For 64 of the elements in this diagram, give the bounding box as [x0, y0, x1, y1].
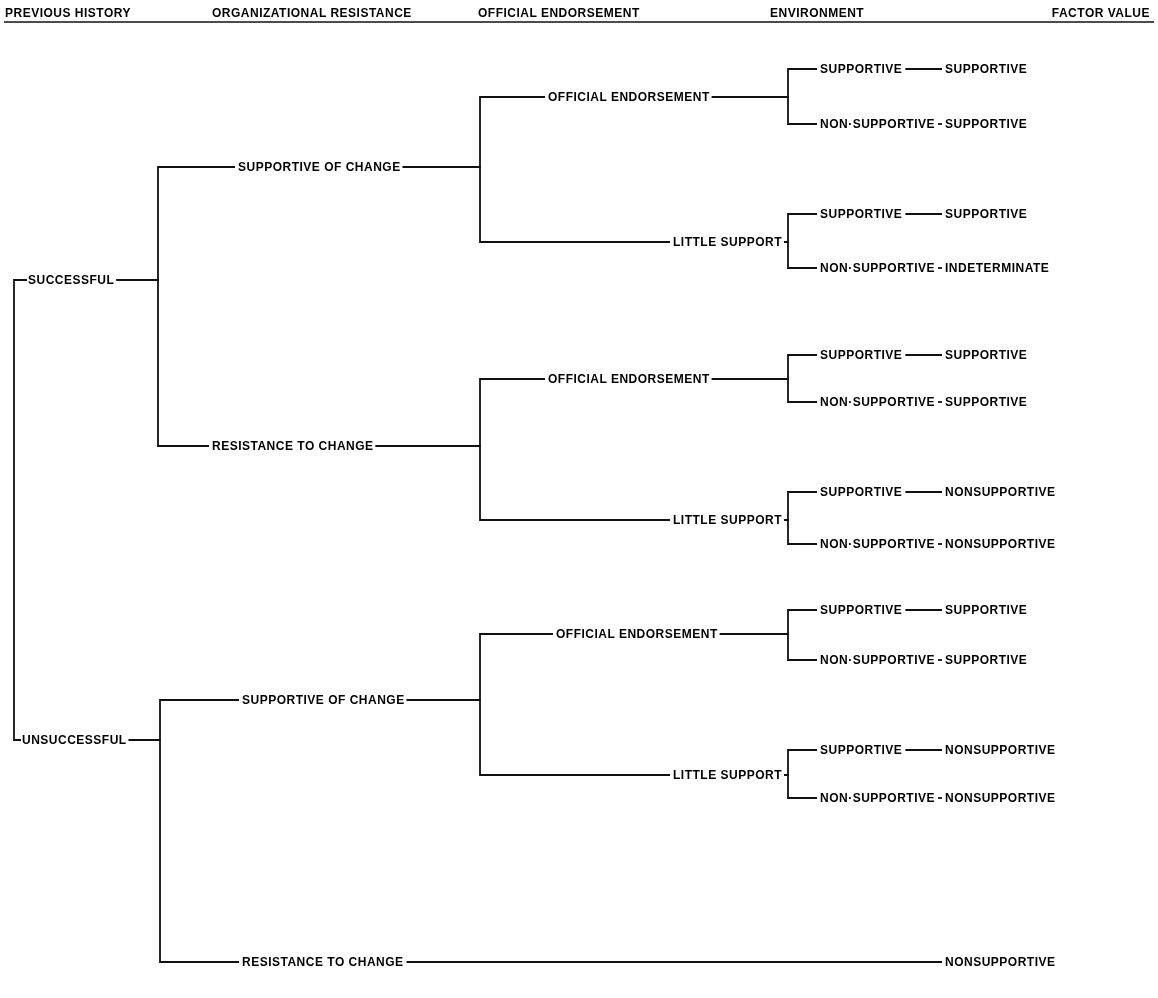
- connector-line: [401, 166, 671, 243]
- tree-label: NON·SUPPORTIVE: [820, 117, 935, 131]
- tree-label: NONSUPPORTIVE: [945, 537, 1056, 551]
- tree-label: SUPPORTIVE: [820, 62, 903, 76]
- tree-label: SUPPORTIVE: [945, 395, 1028, 409]
- tree-label: SUPPORTIVE: [945, 653, 1028, 667]
- connector-line: [937, 543, 943, 545]
- connector-line: [937, 123, 943, 125]
- tree-label: LITTLE SUPPORT: [673, 768, 782, 782]
- connector-line: [904, 354, 943, 356]
- tree-label: SUPPORTIVE: [820, 348, 903, 362]
- connector-line: [904, 68, 943, 70]
- tree-label: NON·SUPPORTIVE: [820, 791, 935, 805]
- tree-label: SUPPORTIVE: [945, 603, 1028, 617]
- tree-label: NONSUPPORTIVE: [945, 955, 1056, 969]
- tree-label: NONSUPPORTIVE: [945, 791, 1056, 805]
- tree-label: NON·SUPPORTIVE: [820, 653, 935, 667]
- tree-label: SUPPORTIVE OF CHANGE: [242, 693, 405, 707]
- tree-label: INDETERMINATE: [945, 261, 1050, 275]
- connector-line: [937, 659, 943, 661]
- tree-label: LITTLE SUPPORT: [673, 235, 782, 249]
- tree-label: SUPPORTIVE: [820, 485, 903, 499]
- tree-label: NON·SUPPORTIVE: [820, 261, 935, 275]
- tree-label: RESISTANCE TO CHANGE: [242, 955, 404, 969]
- connector-line: [718, 633, 818, 661]
- tree-label: SUPPORTIVE: [945, 117, 1028, 131]
- connector-line: [904, 749, 943, 751]
- tree-label: SUCCESSFUL: [28, 273, 115, 287]
- connector-line: [13, 279, 28, 741]
- connector-line: [405, 961, 943, 963]
- tree-label: NON·SUPPORTIVE: [820, 537, 935, 551]
- tree-label: SUPPORTIVE: [820, 743, 903, 757]
- connector-line: [710, 96, 818, 125]
- connector-line: [405, 699, 671, 776]
- tree-label: RESISTANCE TO CHANGE: [212, 439, 374, 453]
- connector-line: [374, 445, 671, 521]
- connector-line: [115, 279, 210, 447]
- connector-line: [937, 401, 943, 403]
- connector-line: [127, 739, 240, 963]
- connector-line: [904, 491, 943, 493]
- column-heading: FACTOR VALUE: [1051, 5, 1150, 22]
- tree-label: OFFICIAL ENDORSEMENT: [556, 627, 718, 641]
- connector-line: [937, 797, 943, 799]
- column-heading: ENVIRONMENT: [770, 5, 865, 22]
- connector-line: [904, 609, 943, 611]
- tree-label: OFFICIAL ENDORSEMENT: [548, 372, 710, 386]
- tree-label: OFFICIAL ENDORSEMENT: [548, 90, 710, 104]
- tree-label: NON·SUPPORTIVE: [820, 395, 935, 409]
- connector-line: [937, 267, 943, 269]
- tree-label: LITTLE SUPPORT: [673, 513, 782, 527]
- column-heading: ORGANIZATIONAL RESISTANCE: [212, 5, 412, 22]
- column-heading: OFFICIAL ENDORSEMENT: [478, 5, 640, 22]
- tree-label: SUPPORTIVE: [945, 348, 1028, 362]
- connector-line: [904, 213, 943, 215]
- tree-label: UNSUCCESSFUL: [22, 733, 127, 747]
- tree-label: SUPPORTIVE: [945, 62, 1028, 76]
- tree-label: SUPPORTIVE: [820, 603, 903, 617]
- tree-label: SUPPORTIVE: [945, 207, 1028, 221]
- tree-label: SUPPORTIVE: [820, 207, 903, 221]
- tree-label: SUPPORTIVE OF CHANGE: [238, 160, 401, 174]
- column-heading: PREVIOUS HISTORY: [5, 5, 132, 22]
- tree-label: NONSUPPORTIVE: [945, 743, 1056, 757]
- connector-line: [710, 378, 818, 403]
- tree-label: NONSUPPORTIVE: [945, 485, 1056, 499]
